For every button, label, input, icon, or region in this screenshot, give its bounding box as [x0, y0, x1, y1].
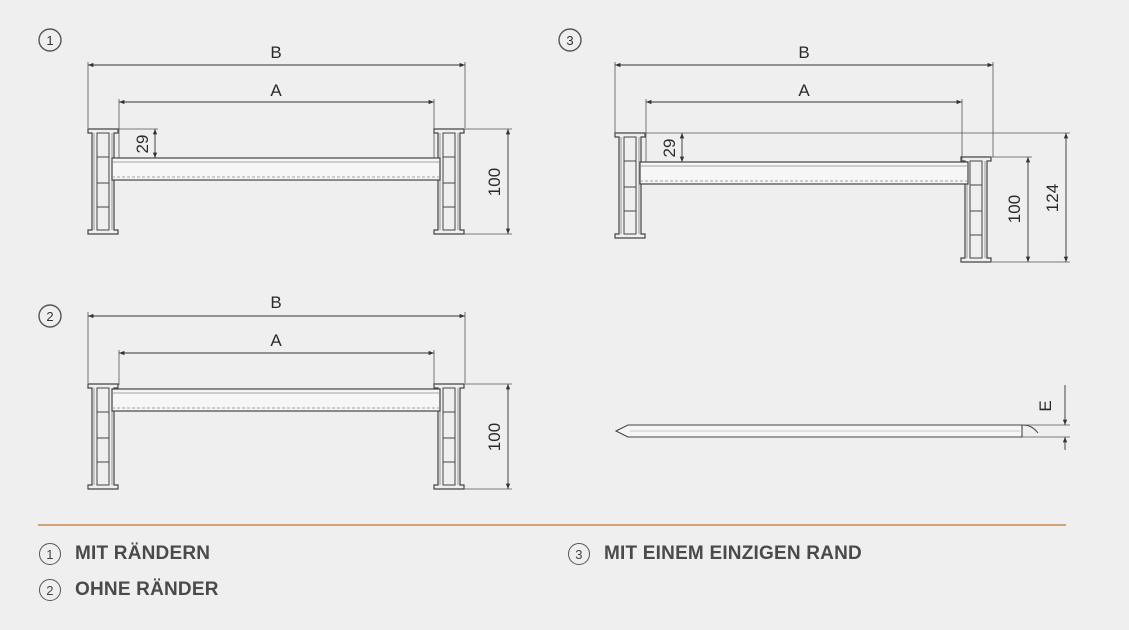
view-3-left-post [614, 132, 646, 239]
view-1-plank [111, 157, 441, 181]
view-2-number-circle [38, 304, 62, 328]
legend-label-2: OHNE RÄNDER [75, 579, 219, 600]
view-3-plank [639, 161, 969, 185]
legend-number-1: 1 [39, 543, 61, 565]
view-3-dim-100: 100 [1005, 195, 1024, 223]
view-4: E [614, 385, 1070, 450]
view-1-dim-b: B [270, 43, 281, 62]
view-3-dim-b: B [798, 43, 809, 62]
view-1-left-post [87, 128, 119, 235]
view-3-dim-29: 29 [660, 139, 679, 158]
view-3: 3 B A 29 100 124 [558, 28, 1070, 263]
legend-label-1: MIT RÄNDERN [75, 543, 211, 564]
view-4-dim-e: E [1036, 400, 1055, 411]
view-3-number: 3 [566, 33, 573, 48]
view-3-number-circle [558, 28, 582, 52]
view-3-dim-a: A [798, 81, 810, 100]
legend-item-1: 1 MIT RÄNDERN [39, 543, 210, 565]
view-3-dim-124: 124 [1043, 184, 1062, 212]
legend-item-3: 3 MIT EINEM EINZIGEN RAND [568, 543, 862, 565]
legend-number-3: 3 [568, 543, 590, 565]
view-1-number: 1 [46, 33, 53, 48]
legend-number-2: 2 [39, 579, 61, 601]
legend-label-3: MIT EINEM EINZIGEN RAND [604, 543, 862, 564]
view-1-dim-a: A [270, 81, 282, 100]
view-1-number-circle [38, 28, 62, 52]
view-2-dim-b: B [270, 293, 281, 312]
view-1-dim-100: 100 [485, 168, 504, 196]
legend-item-2: 2 OHNE RÄNDER [39, 579, 219, 601]
view-2-number: 2 [46, 309, 53, 324]
view-1-dim-29: 29 [133, 135, 152, 154]
view-2-dim-100: 100 [485, 423, 504, 451]
view-1-right-post [433, 128, 465, 235]
view-1: 1 B A 29 100 [38, 28, 512, 235]
view-2: 2 B A 100 [38, 293, 512, 490]
view-2-dim-a: A [270, 331, 282, 350]
view-2-plank [111, 388, 441, 412]
